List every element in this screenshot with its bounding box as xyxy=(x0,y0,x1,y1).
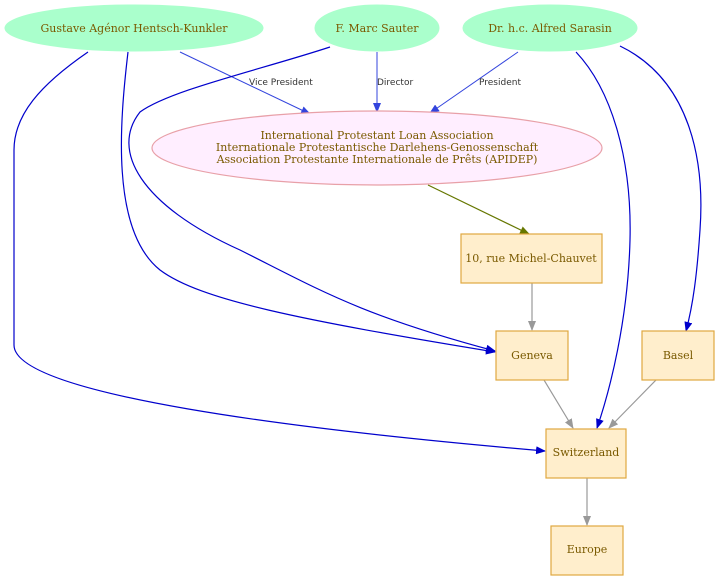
node-label: Europe xyxy=(567,543,608,556)
edge-hentsch-to-geneva xyxy=(120,51,496,355)
node-person-sauter[interactable]: F. Marc Sauter xyxy=(314,4,440,52)
node-person-hentsch[interactable]: Gustave Agénor Hentsch-Kunkler xyxy=(4,4,264,52)
edge-hentsch-to-apidep xyxy=(179,51,311,115)
node-label: Basel xyxy=(663,349,694,362)
node-basel[interactable]: Basel xyxy=(641,330,715,381)
edge-geneva-to-switzerland xyxy=(543,379,574,429)
edge-hentsch-to-switzerland xyxy=(13,51,546,455)
node-organization-apidep[interactable]: International Protestant Loan Associatio… xyxy=(151,110,603,186)
node-switzerland[interactable]: Switzerland xyxy=(545,428,627,479)
node-label: Switzerland xyxy=(553,446,620,459)
edge-sauter-to-geneva xyxy=(128,46,496,353)
edge-basel-to-switzerland xyxy=(608,379,657,429)
node-europe[interactable]: Europe xyxy=(550,525,624,576)
node-address[interactable]: 10, rue Michel-Chauvet xyxy=(460,233,603,284)
edge-label-vice-president: Vice President xyxy=(249,78,313,88)
node-person-sarasin[interactable]: Dr. h.c. Alfred Sarasin xyxy=(462,4,638,52)
org-name-english: International Protestant Loan Associatio… xyxy=(260,129,493,142)
edge-label-president: President xyxy=(479,78,521,88)
org-name-german: Internationale Protestantische Darlehens… xyxy=(216,141,539,154)
node-label: Dr. h.c. Alfred Sarasin xyxy=(488,22,612,35)
edge-label-director: Director xyxy=(377,78,413,88)
node-label: 10, rue Michel-Chauvet xyxy=(465,252,597,265)
node-label: Gustave Agénor Hentsch-Kunkler xyxy=(41,22,229,35)
edge-apidep-to-address xyxy=(427,184,530,235)
node-label: F. Marc Sauter xyxy=(335,22,419,35)
node-geneva[interactable]: Geneva xyxy=(495,330,569,381)
edge-sarasin-to-apidep xyxy=(429,51,519,114)
edge-sarasin-to-basel xyxy=(619,45,702,332)
org-name-french: Association Protestante Internationale d… xyxy=(216,153,538,166)
node-label: Geneva xyxy=(511,349,553,362)
edge-sarasin-to-switzerland xyxy=(575,51,631,429)
